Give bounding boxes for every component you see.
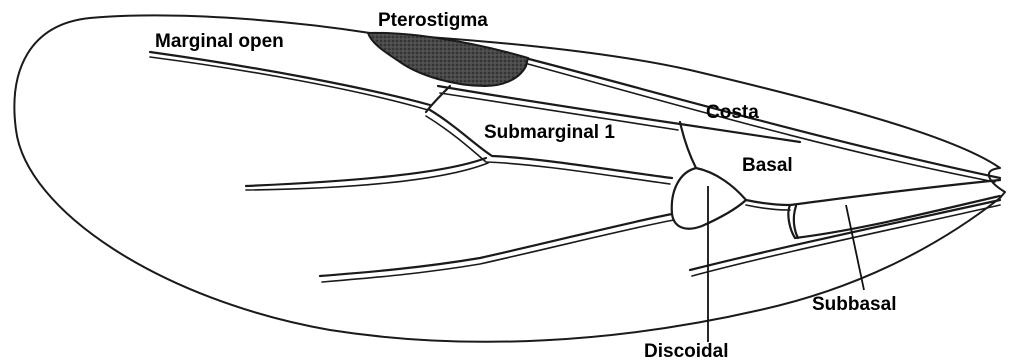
label-marginal-open: Marginal open: [155, 32, 284, 51]
label-pterostigma: Pterostigma: [378, 11, 488, 30]
label-submarginal-1: Submarginal 1: [484, 123, 615, 142]
label-discoidal: Discoidal: [644, 342, 728, 361]
label-basal: Basal: [742, 156, 793, 175]
label-subbasal: Subbasal: [812, 295, 896, 314]
label-costa: Costa: [706, 103, 759, 122]
